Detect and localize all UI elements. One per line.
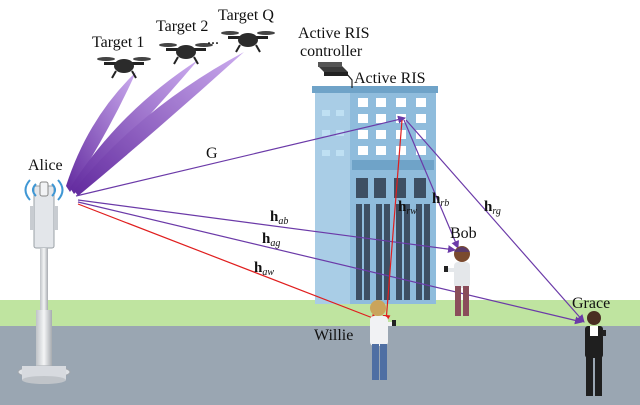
sensing-beams [66, 52, 244, 196]
signal-waves-icon [24, 179, 64, 201]
label-h-ab: hab [270, 209, 288, 227]
label-controller-line2: controller [300, 43, 363, 60]
label-grace: Grace [572, 295, 610, 312]
label-bob: Bob [450, 225, 477, 242]
label-h-rw: hrw [398, 199, 417, 217]
antenna-radome [39, 181, 49, 197]
alice-base-station [17, 185, 71, 384]
link-h-aw [77, 203, 379, 322]
label-target-2: Target 2 [156, 18, 208, 35]
link-h-rg [405, 119, 585, 323]
building [312, 86, 438, 304]
drone-target-q-icon [221, 31, 275, 53]
label-willie: Willie [314, 327, 353, 344]
label-h-rg: hrg [484, 199, 501, 217]
link-h-ag [77, 201, 583, 325]
drone-target-1-icon [97, 57, 151, 79]
grass-strip [0, 300, 640, 328]
label-target-q: Target Q [218, 7, 274, 24]
label-h-rb: hrb [432, 191, 449, 209]
road [0, 326, 640, 405]
label-h-ag: hag [262, 231, 280, 249]
link-h-rw [382, 119, 403, 323]
label-target-1: Target 1 [92, 34, 144, 51]
link-g [75, 115, 406, 197]
ris-controller-device [318, 62, 353, 88]
bob-person-icon [444, 246, 470, 316]
label-ellipsis: ... [207, 31, 219, 48]
drone-target-2-icon [159, 43, 213, 65]
willie-person-icon [370, 300, 396, 380]
label-alice: Alice [28, 157, 63, 174]
label-g: G [206, 145, 218, 162]
label-controller-line1: Active RIS [298, 25, 370, 42]
label-h-aw: haw [254, 260, 274, 278]
grace-person-icon [585, 311, 606, 396]
link-h-rb [403, 119, 459, 249]
label-active-ris: Active RIS [354, 70, 426, 87]
